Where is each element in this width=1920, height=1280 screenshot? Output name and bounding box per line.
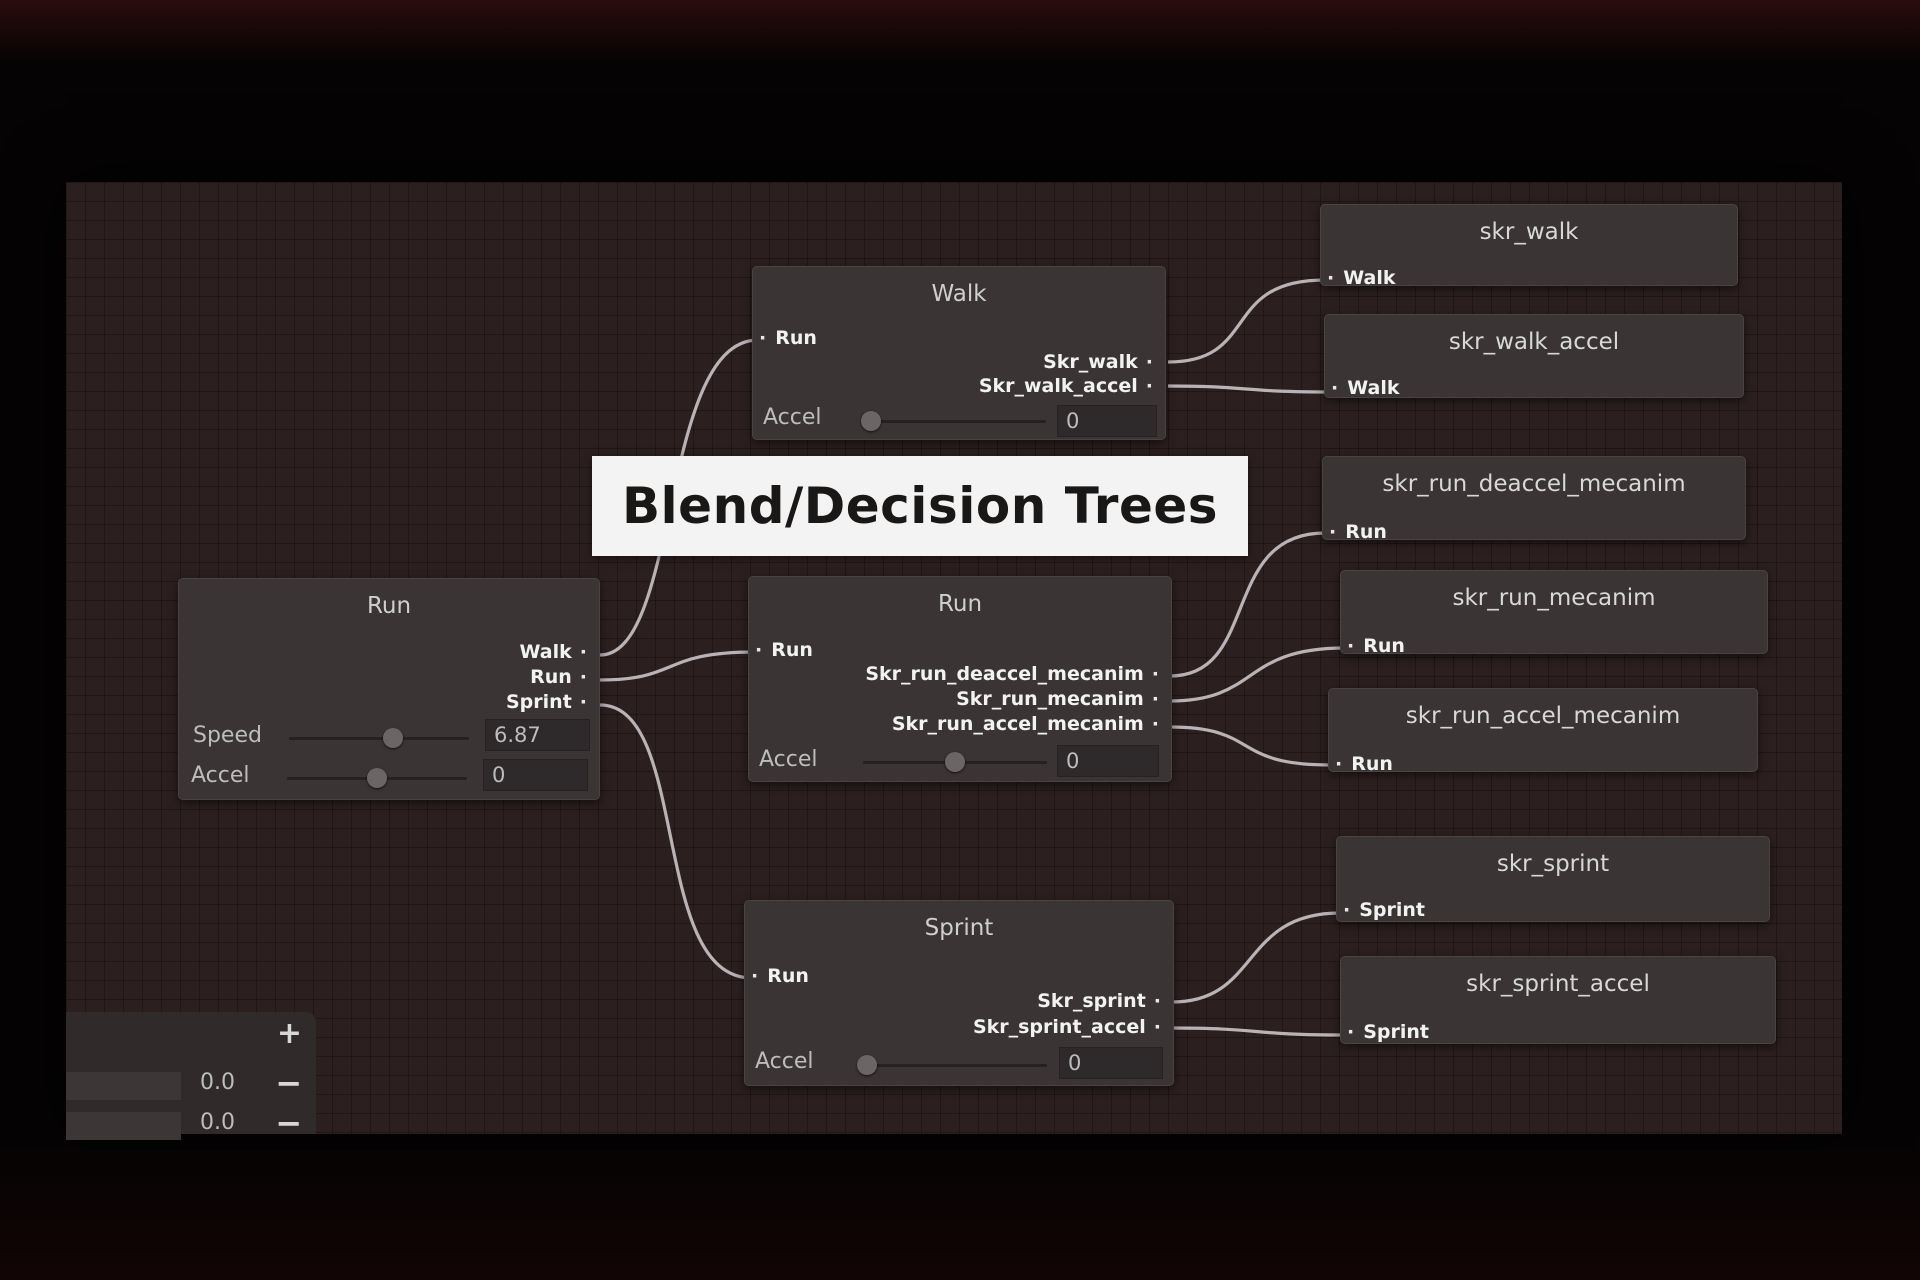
node-run[interactable]: Run Run Skr_run_deaccel_mecanim Skr_run_… [748,576,1172,782]
clip-node-skr-run-deaccel-mecanim[interactable]: skr_run_deaccel_mecanim Run [1322,456,1746,543]
clip-node-skr-walk-accel[interactable]: skr_walk_accel Walk [1324,314,1744,399]
output-port-sprint[interactable]: Sprint [506,691,587,713]
node-title: Run [366,593,412,619]
node-title: Sprint [924,915,994,941]
accel-slider-knob[interactable] [945,752,965,772]
clip-title: skr_sprint_accel [1466,971,1650,997]
accel-value-field[interactable]: 0 [1057,405,1157,437]
accel-label: Accel [759,747,818,772]
accel-slider-knob[interactable] [857,1055,877,1075]
clip-node-skr-run-accel-mecanim[interactable]: skr_run_accel_mecanim Run [1328,688,1758,775]
output-port-skr-walk-accel[interactable]: Skr_walk_accel [979,375,1153,397]
parameter-row[interactable]: 0.0 − [66,1064,316,1104]
wire-walk-clip2 [1167,384,1331,394]
accel-slider-knob[interactable] [367,768,387,788]
accel-slider[interactable] [861,411,1046,431]
parameter-value[interactable]: 0.0 [200,1110,235,1135]
input-port-run[interactable]: Run [755,639,813,661]
accel-slider[interactable] [287,768,467,788]
input-port-walk[interactable]: Walk [1331,377,1399,399]
clip-title: skr_walk [1479,219,1579,245]
wire-run-clip1 [1169,531,1326,678]
speed-value-field[interactable]: 6.87 [485,719,590,751]
parameter-panel: + 0.0 − 0.0 − [66,1012,316,1142]
remove-parameter-button[interactable]: − [275,1064,302,1102]
node-root-run[interactable]: Run Walk Run Sprint Speed 6.87 Accel 0 [178,578,600,800]
accel-slider-knob[interactable] [861,411,881,431]
input-port-run[interactable]: Run [751,965,809,987]
clip-node-skr-run-mecanim[interactable]: skr_run_mecanim Run [1340,570,1768,657]
clip-title: skr_run_mecanim [1452,585,1656,611]
clip-title: skr_run_accel_mecanim [1405,703,1681,729]
wire-run-clip2 [1169,646,1346,703]
speed-slider-knob[interactable] [383,728,404,748]
node-title: Run [937,591,983,617]
wire-sprint-clip2 [1171,1026,1346,1037]
wire-sprint-clip1 [1171,911,1341,1004]
output-port-skr-sprint-accel[interactable]: Skr_sprint_accel [973,1016,1161,1038]
output-port-skr-run[interactable]: Skr_run_mecanim [956,688,1159,710]
output-port-skr-run-accel[interactable]: Skr_run_accel_mecanim [892,713,1159,735]
add-parameter-button[interactable]: + [276,1016,302,1051]
accel-label: Accel [191,763,250,788]
wire-root-sprint [599,703,753,980]
output-port-skr-run-deaccel[interactable]: Skr_run_deaccel_mecanim [865,663,1159,685]
parameter-row[interactable]: 0.0 − [66,1104,316,1144]
parameter-name-field[interactable] [66,1112,181,1140]
input-port-run[interactable]: Run [1347,635,1405,657]
input-port-run[interactable]: Run [1329,521,1387,543]
speed-slider[interactable] [289,728,469,748]
node-walk[interactable]: Walk Run Skr_walk Skr_walk_accel Accel 0 [752,266,1166,440]
input-port-run[interactable]: Run [759,327,817,349]
room-bottom [0,1150,1920,1280]
clip-node-skr-walk[interactable]: skr_walk Walk [1320,204,1738,289]
room-top [0,0,1920,60]
clip-title: skr_run_deaccel_mecanim [1382,471,1686,497]
accel-label: Accel [763,405,822,430]
output-port-skr-sprint[interactable]: Skr_sprint [1037,990,1161,1012]
output-port-run[interactable]: Run [530,666,587,688]
output-port-skr-walk[interactable]: Skr_walk [1043,351,1153,373]
accel-value-field[interactable]: 0 [483,759,588,791]
wire-run-clip3 [1169,725,1331,767]
clip-title: skr_walk_accel [1448,329,1620,355]
input-port-walk[interactable]: Walk [1327,267,1395,289]
speed-label: Speed [193,723,262,748]
clip-node-skr-sprint-accel[interactable]: skr_sprint_accel Sprint [1340,956,1776,1044]
clip-node-skr-sprint[interactable]: skr_sprint Sprint [1336,836,1770,922]
parameter-name-field[interactable] [66,1072,181,1100]
clip-title: skr_sprint [1496,851,1610,877]
input-port-sprint[interactable]: Sprint [1347,1021,1429,1043]
output-port-walk[interactable]: Walk [520,641,587,663]
input-port-run[interactable]: Run [1335,753,1393,775]
accel-value-field[interactable]: 0 [1059,1047,1163,1079]
accel-slider[interactable] [863,752,1047,772]
wire-root-run [599,650,756,682]
remove-parameter-button[interactable]: − [275,1104,302,1142]
slide-title: Blend/Decision Trees [592,456,1248,556]
accel-label: Accel [755,1049,814,1074]
parameter-value[interactable]: 0.0 [200,1070,235,1095]
node-title: Walk [931,281,987,307]
accel-value-field[interactable]: 0 [1057,745,1159,777]
input-port-sprint[interactable]: Sprint [1343,899,1425,921]
accel-slider[interactable] [857,1055,1047,1075]
node-sprint[interactable]: Sprint Run Skr_sprint Skr_sprint_accel A… [744,900,1174,1086]
wire-walk-clip1 [1167,278,1326,364]
